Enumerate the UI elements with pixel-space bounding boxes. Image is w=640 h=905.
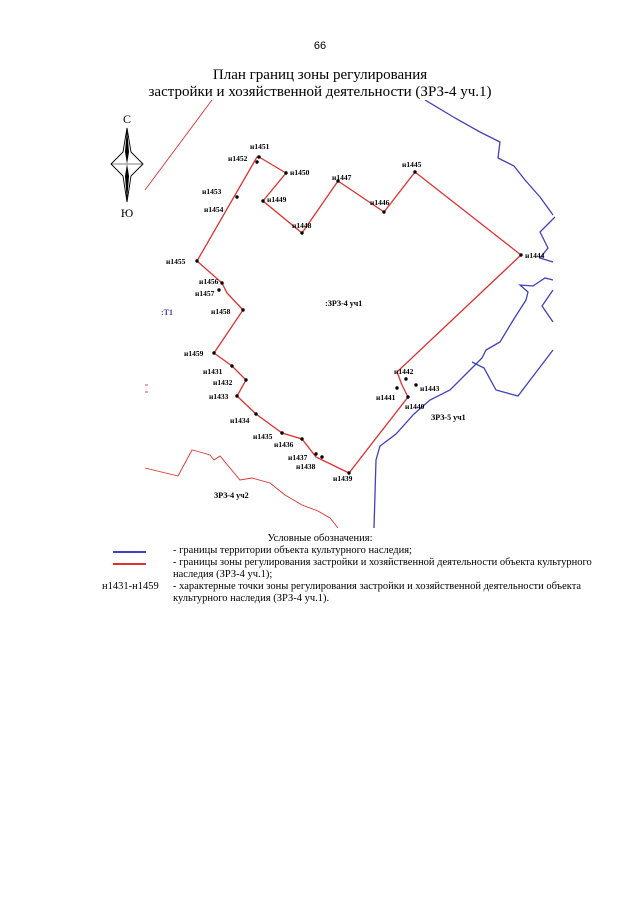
point-label: н1435 <box>253 432 273 441</box>
point-label: н1438 <box>296 462 316 471</box>
boundary-map: С Ю <box>110 100 556 529</box>
point-marker <box>217 288 221 292</box>
point-label: н1449 <box>267 195 287 204</box>
red-line-swatch-icon <box>113 563 146 565</box>
legend-text: - границы территории объекта культурного… <box>173 545 412 556</box>
point-marker <box>230 364 234 368</box>
point-marker <box>244 378 248 382</box>
point-marker <box>235 195 239 199</box>
characteristic-points <box>195 155 523 475</box>
north-arrow-icon: С Ю <box>110 112 144 220</box>
point-label: н1452 <box>228 154 248 163</box>
point-marker <box>413 170 417 174</box>
point-label: н1458 <box>211 307 231 316</box>
point-label: н1455 <box>166 257 186 266</box>
zone-label-t1: :Т1 <box>161 308 173 317</box>
point-label: н1453 <box>202 187 222 196</box>
plan-title-line-1: План границ зоны регулирования <box>212 67 428 83</box>
point-marker <box>284 171 288 175</box>
point-label: н1459 <box>184 349 204 358</box>
plan-title-line-2: застройки и хозяйственной деятельности (… <box>148 84 492 100</box>
point-label: н1434 <box>230 416 250 425</box>
zone-label-zrz4-uch2: ЗРЗ-4 уч2 <box>214 491 249 500</box>
legend-text: - характерные точки зоны регулирования з… <box>173 581 582 604</box>
point-label: н1457 <box>195 289 215 298</box>
point-marker <box>336 179 340 183</box>
point-marker <box>347 471 351 475</box>
point-marker <box>220 281 224 285</box>
zone-label-zrz5-uch1: ЗРЗ-5 уч1 <box>431 413 466 422</box>
point-marker <box>320 455 324 459</box>
point-marker <box>406 395 410 399</box>
point-marker <box>519 253 523 257</box>
cadastral-lines <box>144 100 339 529</box>
point-marker <box>254 412 258 416</box>
point-marker <box>212 351 216 355</box>
point-label: н1431 <box>203 367 223 376</box>
point-label: н1448 <box>292 221 312 230</box>
point-label: н1439 <box>333 474 353 483</box>
point-marker <box>257 155 261 159</box>
point-marker <box>235 394 239 398</box>
point-label: н1440 <box>405 402 425 411</box>
point-label: н1445 <box>402 160 422 169</box>
point-label: н1454 <box>204 205 224 214</box>
point-label: н1441 <box>376 393 396 402</box>
zone-label-zrz4-uch1: :ЗРЗ-4 уч1 <box>325 299 362 308</box>
point-marker <box>261 199 265 203</box>
point-marker <box>414 383 418 387</box>
point-label: н1443 <box>420 384 440 393</box>
page-number: 66 <box>313 40 327 52</box>
legend-text: - границы зоны регулирования застройки и… <box>173 557 592 580</box>
zrz4-uch1-boundary <box>196 156 522 474</box>
point-label: н1437 <box>288 453 308 462</box>
point-label: н1444 <box>525 251 545 260</box>
point-marker <box>300 231 304 235</box>
point-marker <box>195 259 199 263</box>
point-label: н1432 <box>213 378 233 387</box>
point-marker <box>241 308 245 312</box>
point-label: н1433 <box>209 392 229 401</box>
point-marker <box>404 377 408 381</box>
point-label: н1436 <box>274 440 294 449</box>
legend-code: н1431-н1459 <box>102 581 159 592</box>
point-label: н1451 <box>250 142 270 151</box>
point-label: н1456 <box>199 277 219 286</box>
point-marker <box>382 210 386 214</box>
legend-heading: Условные обозначения: <box>267 533 373 544</box>
point-marker <box>395 386 399 390</box>
point-label: н1442 <box>394 367 414 376</box>
heritage-boundary-lines <box>373 100 556 529</box>
point-label: н1447 <box>332 173 352 182</box>
point-marker <box>314 452 318 456</box>
compass-south-label: Ю <box>121 206 133 220</box>
point-label: н1450 <box>290 168 310 177</box>
point-marker <box>300 437 304 441</box>
plan-title: План границ зоны регулирования застройки… <box>0 67 640 101</box>
compass-north-label: С <box>123 112 131 126</box>
blue-line-swatch-icon <box>113 551 146 553</box>
point-labels: н1451 н1452 н1450 н1447 н1445 н1453 н144… <box>166 142 545 483</box>
point-marker <box>280 431 284 435</box>
point-label: н1446 <box>370 198 390 207</box>
point-marker <box>255 160 259 164</box>
